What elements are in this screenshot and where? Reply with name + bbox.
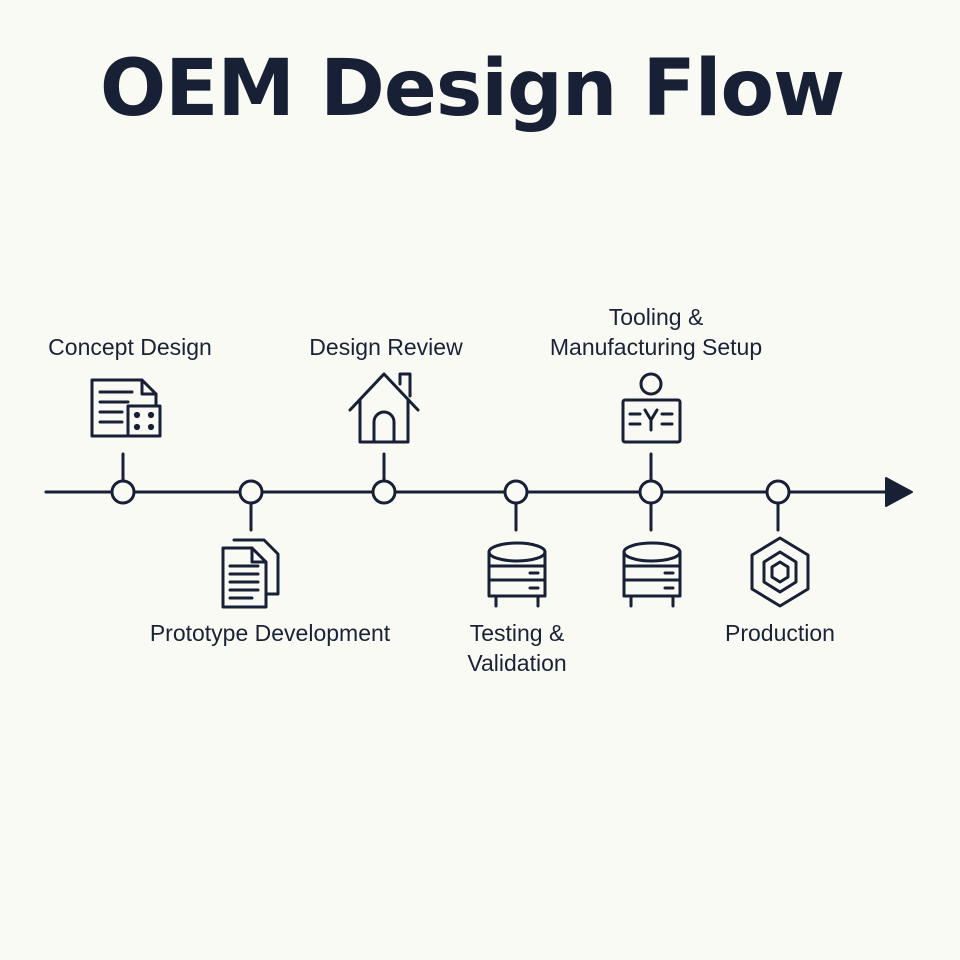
stage-label-concept-design: Concept Design xyxy=(48,334,212,360)
page-title: OEM Design Flow xyxy=(99,44,845,134)
house-icon xyxy=(348,372,420,444)
server-stack-icon xyxy=(487,541,547,608)
node-production xyxy=(765,479,791,505)
node-concept-design xyxy=(110,479,136,505)
operator-panel-icon xyxy=(621,372,682,444)
documents-icon xyxy=(221,538,280,609)
stage-label-testing-line1: Testing & xyxy=(469,620,565,646)
stage-label-design-review: Design Review xyxy=(309,334,463,360)
calculator-document-icon xyxy=(90,378,162,438)
stage-label-testing-validation: Testing & Validation xyxy=(467,618,566,678)
node-design-review xyxy=(371,479,397,505)
node-testing-validation xyxy=(503,479,529,505)
timeline-arrowhead xyxy=(885,477,913,507)
node-tooling-setup xyxy=(638,479,664,505)
stage-label-production: Production xyxy=(725,620,835,646)
stage-label-tooling-manufacturing: Tooling & Manufacturing Setup xyxy=(550,302,762,362)
hexagon-nut-icon xyxy=(750,536,810,608)
stage-label-testing-line2: Validation xyxy=(467,650,567,676)
stage-label-prototype-development: Prototype Development xyxy=(149,620,391,646)
stage-label-tooling-line1: Tooling & xyxy=(608,304,704,330)
server-stack-icon xyxy=(622,541,682,608)
stage-label-tooling-line2: Manufacturing Setup xyxy=(549,334,763,360)
node-prototype-development xyxy=(238,479,264,505)
